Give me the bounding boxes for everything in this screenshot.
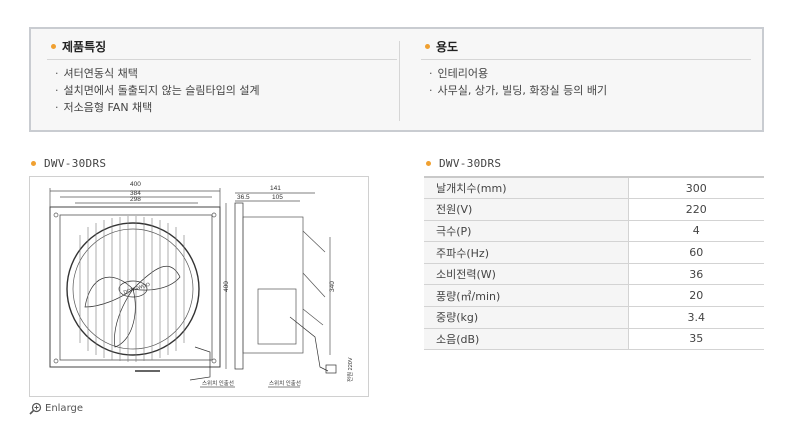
dim-400-h: 400	[223, 281, 230, 292]
switch-cable-label-2: 스위치 인출선	[269, 379, 301, 387]
column-divider	[399, 41, 400, 121]
dim-384: 384	[130, 190, 141, 197]
dim-400: 400	[130, 181, 141, 188]
spec-value: 36	[628, 263, 764, 286]
feature-box: 제품특징 셔터연동식 채택 설치면에서 돌출되지 않는 슬림타입의 설계 저소음…	[29, 27, 764, 132]
table-row: 극수(P) 4	[424, 220, 764, 243]
features-title: 제품특징	[62, 40, 107, 54]
drawing-heading: DWV-30DRS	[31, 157, 106, 170]
spec-label: 풍량(㎥/min)	[424, 284, 629, 308]
bullet-dot-icon	[426, 161, 431, 166]
table-row: 주파수(Hz) 60	[424, 241, 764, 264]
dim-105: 105	[272, 194, 283, 201]
table-row: 전원(V) 220	[424, 198, 764, 221]
features-list: 셔터연동식 채택 설치면에서 돌출되지 않는 슬림타입의 설계 저소음형 FAN…	[55, 65, 260, 116]
table-row: 중량(kg) 3.4	[424, 306, 764, 329]
spec-label: 주파수(Hz)	[424, 241, 629, 264]
technical-drawing[interactable]: 400 384 298 141 36.5 105 400 340 DONGWOO…	[29, 176, 369, 397]
dim-298: 298	[130, 196, 141, 203]
grille-lines	[79, 216, 185, 362]
usage-underline	[421, 59, 751, 60]
list-item: 저소음형 FAN 채택	[55, 99, 260, 116]
spec-value: 300	[628, 176, 764, 200]
spec-value: 220	[628, 198, 764, 221]
table-row: 풍량(㎥/min) 20	[424, 284, 764, 308]
list-item: 인테리어용	[429, 65, 607, 82]
usage-list: 인테리어용 사무실, 상가, 빌딩, 화장실 등의 배기	[429, 65, 608, 99]
dim-141: 141	[270, 185, 281, 192]
spec-value: 20	[628, 284, 764, 308]
spec-label: 중량(kg)	[424, 306, 629, 329]
dim-36-5: 36.5	[237, 194, 250, 201]
bullet-dot-icon	[51, 44, 56, 49]
spec-value: 35	[628, 328, 764, 351]
table-row: 소비전력(W) 36	[424, 263, 764, 286]
zoom-in-icon	[29, 402, 42, 415]
specs-table: 날개치수(mm) 300 전원(V) 220 극수(P) 4 주파수(Hz) 6…	[424, 176, 764, 351]
power-label: 전원 220V	[346, 357, 354, 382]
spec-value: 60	[628, 241, 764, 264]
table-row: 소음(dB) 35	[424, 328, 764, 351]
bullet-dot-icon	[425, 44, 430, 49]
specs-heading: DWV-30DRS	[426, 157, 501, 170]
enlarge-label: Enlarge	[45, 403, 83, 414]
spec-value: 4	[628, 220, 764, 243]
spec-label: 날개치수(mm)	[424, 176, 629, 200]
list-item: 셔터연동식 채택	[55, 65, 260, 82]
features-underline	[47, 59, 397, 60]
usage-title: 용도	[436, 40, 459, 54]
spec-label: 전원(V)	[424, 198, 629, 221]
table-row: 날개치수(mm) 300	[424, 176, 764, 200]
list-item: 사무실, 상가, 빌딩, 화장실 등의 배기	[429, 82, 608, 99]
usage-column: 용도 인테리어용 사무실, 상가, 빌딩, 화장실 등의 배기	[421, 29, 751, 130]
specs-title: DWV-30DRS	[439, 157, 502, 170]
fan-diagram: 400 384 298 141 36.5 105 400 340 DONGWOO…	[49, 181, 354, 388]
dim-340: 340	[329, 281, 336, 292]
spec-label: 극수(P)	[424, 220, 629, 243]
switch-cable-label-1: 스위치 인출선	[202, 379, 234, 387]
features-heading: 제품특징	[51, 38, 106, 55]
spec-label: 소음(dB)	[424, 328, 629, 351]
drawing-title: DWV-30DRS	[44, 157, 107, 170]
features-column: 제품특징 셔터연동식 채택 설치면에서 돌출되지 않는 슬림타입의 설계 저소음…	[47, 29, 397, 130]
enlarge-link[interactable]: Enlarge	[29, 402, 83, 415]
spec-value: 3.4	[628, 306, 764, 329]
usage-heading: 용도	[425, 38, 458, 55]
bullet-dot-icon	[31, 161, 36, 166]
spec-label: 소비전력(W)	[424, 263, 629, 286]
list-item: 설치면에서 돌출되지 않는 슬림타입의 설계	[55, 82, 260, 99]
